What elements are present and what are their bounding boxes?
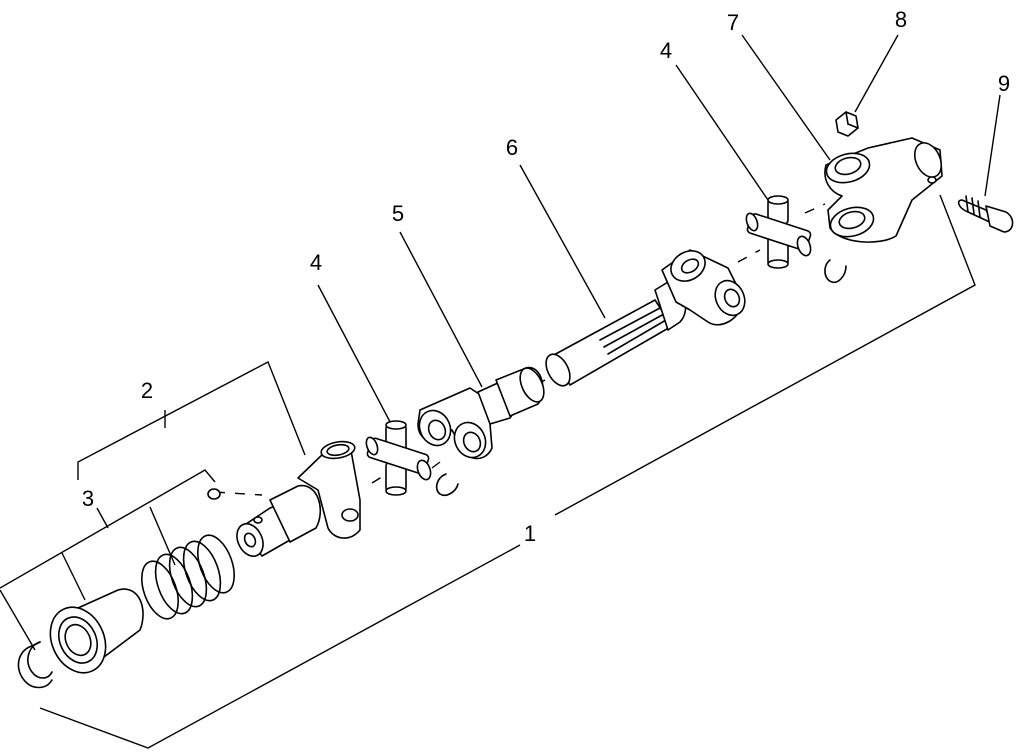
snap-ring-4-right <box>824 259 847 284</box>
callouts: 1 2 3 4 4 5 6 7 8 9 <box>82 7 1010 546</box>
bushing <box>49 588 144 674</box>
bracket-3 <box>0 469 216 589</box>
callout-4-left: 4 <box>310 250 322 275</box>
yoke-7 <box>824 137 943 243</box>
snap-ring-left <box>17 641 53 689</box>
axis-dashes <box>214 203 826 496</box>
bracket-1-upper <box>554 194 976 516</box>
callout-9: 9 <box>998 71 1010 96</box>
leader-3-c <box>61 552 86 601</box>
callout-2: 2 <box>141 378 153 403</box>
leader-lines <box>0 34 1001 749</box>
callout-6: 6 <box>506 135 518 160</box>
leader-6 <box>519 164 606 319</box>
callout-8: 8 <box>895 7 907 32</box>
bracket-1 <box>39 544 521 749</box>
splined-shaft-6 <box>545 249 746 387</box>
yoke-5 <box>417 367 545 460</box>
leader-5 <box>399 231 483 388</box>
bolt-9 <box>957 195 1014 233</box>
leader-4-right <box>675 64 771 204</box>
snap-ring-4-left <box>435 473 459 497</box>
cross-right <box>745 195 812 269</box>
spring <box>140 534 236 620</box>
leader-7 <box>741 34 831 161</box>
callout-5: 5 <box>392 201 404 226</box>
leader-3-b <box>0 589 36 651</box>
pin-ball <box>207 488 221 500</box>
leader-3-a <box>96 507 109 529</box>
cross-left <box>365 420 432 496</box>
sliding-yoke <box>236 440 361 558</box>
callout-1: 1 <box>524 521 536 546</box>
callout-3: 3 <box>82 486 94 511</box>
leader-8 <box>854 34 899 113</box>
callout-7: 7 <box>727 10 739 35</box>
leader-9 <box>984 94 1001 197</box>
callout-4-right: 4 <box>660 38 672 63</box>
leader-4-left <box>317 284 399 438</box>
nut-8 <box>835 111 859 137</box>
bracket-2 <box>77 361 306 480</box>
